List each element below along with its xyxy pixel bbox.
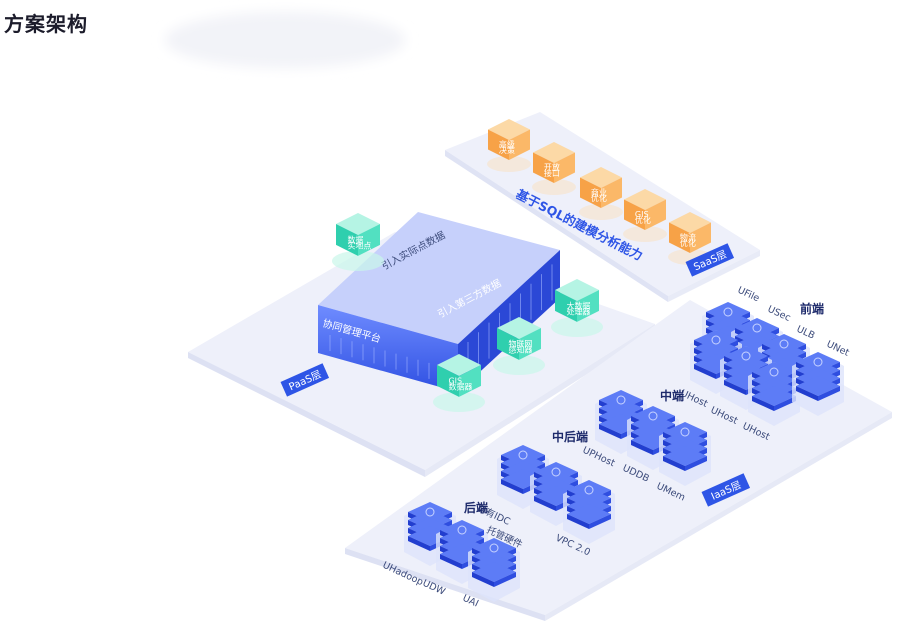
iaas-group-name: 前端 [800, 301, 824, 316]
server-stack [627, 406, 679, 470]
paas-cube-3-line1: 物联网 [508, 338, 532, 348]
paas-cube-2-line2: 处理器 [566, 307, 590, 317]
iaas-group-name: 后端 [464, 500, 488, 515]
saas-cube-4-line2: 优化 [635, 215, 651, 225]
saas-cube-2-line1: 开放 [544, 162, 560, 172]
saas-cube-3-line1: 商业 [591, 187, 607, 197]
product-label: UNet [825, 339, 851, 359]
server-icon [518, 450, 528, 460]
server-icon [752, 323, 762, 333]
server-stack [468, 538, 520, 602]
server-icon [769, 367, 779, 377]
server-icon [741, 351, 751, 361]
server-stack [659, 422, 711, 486]
paas-cube-4-line2: 数据器 [448, 382, 472, 392]
iaas-group-name: 中后端 [552, 429, 588, 444]
paas-cube-1-line2: 实地点 [347, 241, 371, 251]
saas-cube-4-line1: GIS [635, 210, 649, 219]
saas-cube-2-line2: 接口 [544, 168, 560, 178]
server-icon [616, 395, 626, 405]
server-icon [723, 307, 733, 317]
server-icon [813, 357, 823, 367]
server-icon [680, 427, 690, 437]
server-stack [748, 362, 800, 426]
server-icon [779, 339, 789, 349]
background-glow [165, 12, 405, 68]
server-icon [584, 485, 594, 495]
server-icon [711, 335, 721, 345]
server-icon [551, 467, 561, 477]
saas-cube-1-line2: 决策 [499, 145, 515, 155]
iaas-layer: 前端UFileUSecULBUNetUHostUHostUHost中端UPHos… [345, 285, 892, 621]
paas-cube-2-line1: 大数据 [566, 300, 590, 310]
collaborative-platform: 协同管理平台 引入第三方数据 [318, 212, 560, 392]
server-icon [648, 411, 658, 421]
product-label: ULB [795, 324, 817, 342]
paas-cube-3-line2: 感知器 [508, 345, 532, 355]
product-label: UFile [736, 285, 761, 305]
product-label: USec [766, 304, 792, 324]
saas-cube-3-line2: 优化 [591, 193, 607, 203]
server-icon [457, 525, 467, 535]
server-stack [792, 352, 844, 416]
saas-cube-1-line1: 高级 [499, 139, 515, 149]
paas-cube-4-line1: GIS [448, 376, 462, 385]
page-title: 方案架构 [4, 12, 88, 36]
iaas-group-name: 中端 [660, 388, 684, 403]
saas-cube-5-line2: 优化 [680, 238, 696, 248]
paas-cube-1-line1: 数据 [347, 234, 363, 244]
server-stack [563, 480, 615, 544]
server-icon [425, 507, 435, 517]
saas-cube-5-line1: 物流 [680, 232, 696, 242]
paas-layer: 协同管理平台 引入第三方数据 引入实际点数据 数据实地点大数据处理器物联网感知器… [188, 212, 655, 477]
server-icon [489, 543, 499, 553]
